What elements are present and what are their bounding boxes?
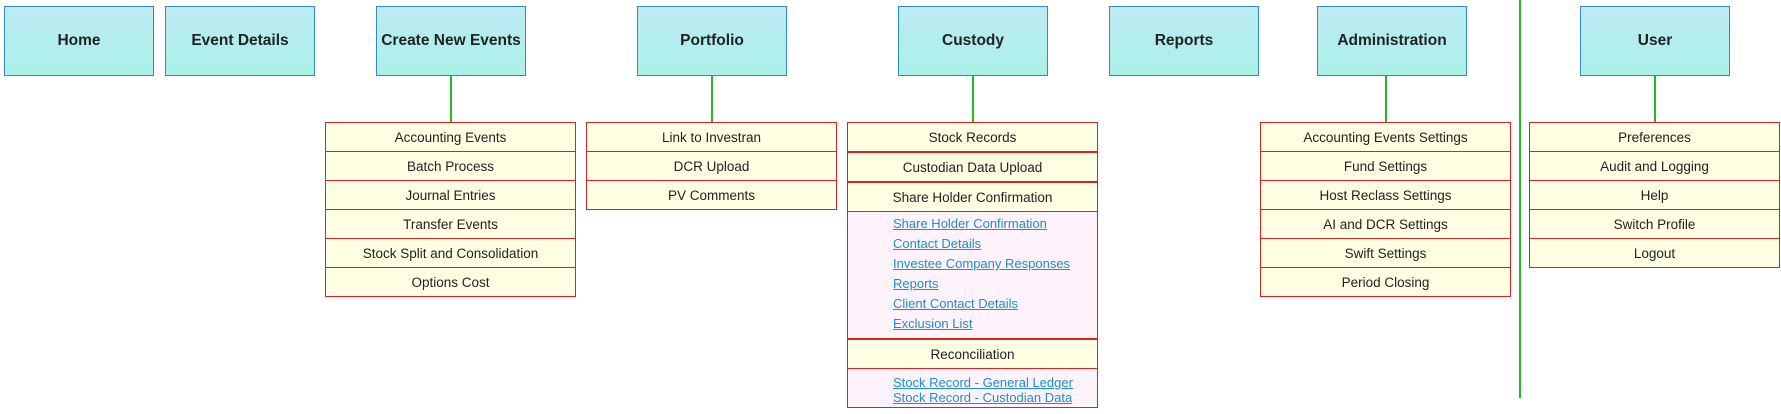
nav-reports[interactable]: Reports (1109, 6, 1259, 76)
link-contact-details[interactable]: Contact Details (893, 236, 982, 251)
menu-item-journal-entries[interactable]: Journal Entries (325, 180, 576, 210)
menu-item-reconciliation[interactable]: Reconciliation (847, 339, 1098, 369)
menu-item-transfer-events[interactable]: Transfer Events (325, 209, 576, 239)
share-holder-links: Share Holder Confirmation Contact Detail… (847, 212, 1098, 339)
nav-event-details[interactable]: Event Details (165, 6, 315, 76)
connector-create (450, 76, 452, 122)
nav-create-new-events[interactable]: Create New Events (376, 6, 526, 76)
nav-portfolio[interactable]: Portfolio (637, 6, 787, 76)
link-stock-record-custodian-data[interactable]: Stock Record - Custodian Data (893, 390, 1073, 405)
menu-item-ai-dcr-settings[interactable]: AI and DCR Settings (1260, 209, 1511, 239)
section-divider (1519, 0, 1521, 398)
menu-item-dcr-upload[interactable]: DCR Upload (586, 151, 837, 181)
nav-user[interactable]: User (1580, 6, 1730, 76)
connector-custody (972, 76, 974, 122)
menu-item-accounting-events-settings[interactable]: Accounting Events Settings (1260, 122, 1511, 152)
menu-item-swift-settings[interactable]: Swift Settings (1260, 238, 1511, 268)
portfolio-menu: Link to Investran DCR Upload PV Comments (586, 122, 837, 210)
administration-menu: Accounting Events Settings Fund Settings… (1260, 122, 1511, 297)
connector-administration (1385, 76, 1387, 122)
nav-administration[interactable]: Administration (1317, 6, 1467, 76)
menu-item-stock-split[interactable]: Stock Split and Consolidation (325, 238, 576, 268)
link-reports[interactable]: Reports (893, 276, 939, 291)
menu-item-logout[interactable]: Logout (1529, 238, 1780, 268)
menu-item-help[interactable]: Help (1529, 180, 1780, 210)
user-menu: Preferences Audit and Logging Help Switc… (1529, 122, 1780, 268)
link-stock-record-general-ledger[interactable]: Stock Record - General Ledger (893, 375, 1073, 390)
create-events-menu: Accounting Events Batch Process Journal … (325, 122, 576, 297)
connector-user (1654, 76, 1656, 122)
menu-item-batch-process[interactable]: Batch Process (325, 151, 576, 181)
menu-item-link-to-investran[interactable]: Link to Investran (586, 122, 837, 152)
menu-item-audit-and-logging[interactable]: Audit and Logging (1529, 151, 1780, 181)
nav-home[interactable]: Home (4, 6, 154, 76)
menu-item-host-reclass-settings[interactable]: Host Reclass Settings (1260, 180, 1511, 210)
nav-custody[interactable]: Custody (898, 6, 1048, 76)
connector-portfolio (711, 76, 713, 122)
menu-item-options-cost[interactable]: Options Cost (325, 267, 576, 297)
link-investee-company-responses[interactable]: Investee Company Responses (893, 256, 1071, 271)
menu-item-period-closing[interactable]: Period Closing (1260, 267, 1511, 297)
link-exclusion-list[interactable]: Exclusion List (893, 316, 973, 331)
reconciliation-links: Stock Record - General Ledger Stock Reco… (847, 369, 1098, 408)
menu-item-share-holder-confirmation[interactable]: Share Holder Confirmation (847, 182, 1098, 212)
menu-item-accounting-events[interactable]: Accounting Events (325, 122, 576, 152)
custody-menu: Stock Records Custodian Data Upload Shar… (847, 122, 1098, 408)
link-share-holder-confirmation[interactable]: Share Holder Confirmation (893, 216, 1047, 231)
menu-item-custodian-data-upload[interactable]: Custodian Data Upload (847, 152, 1098, 182)
link-client-contact-details[interactable]: Client Contact Details (893, 296, 1018, 311)
menu-item-pv-comments[interactable]: PV Comments (586, 180, 837, 210)
menu-item-stock-records[interactable]: Stock Records (847, 122, 1098, 152)
menu-item-preferences[interactable]: Preferences (1529, 122, 1780, 152)
menu-item-fund-settings[interactable]: Fund Settings (1260, 151, 1511, 181)
menu-item-switch-profile[interactable]: Switch Profile (1529, 209, 1780, 239)
